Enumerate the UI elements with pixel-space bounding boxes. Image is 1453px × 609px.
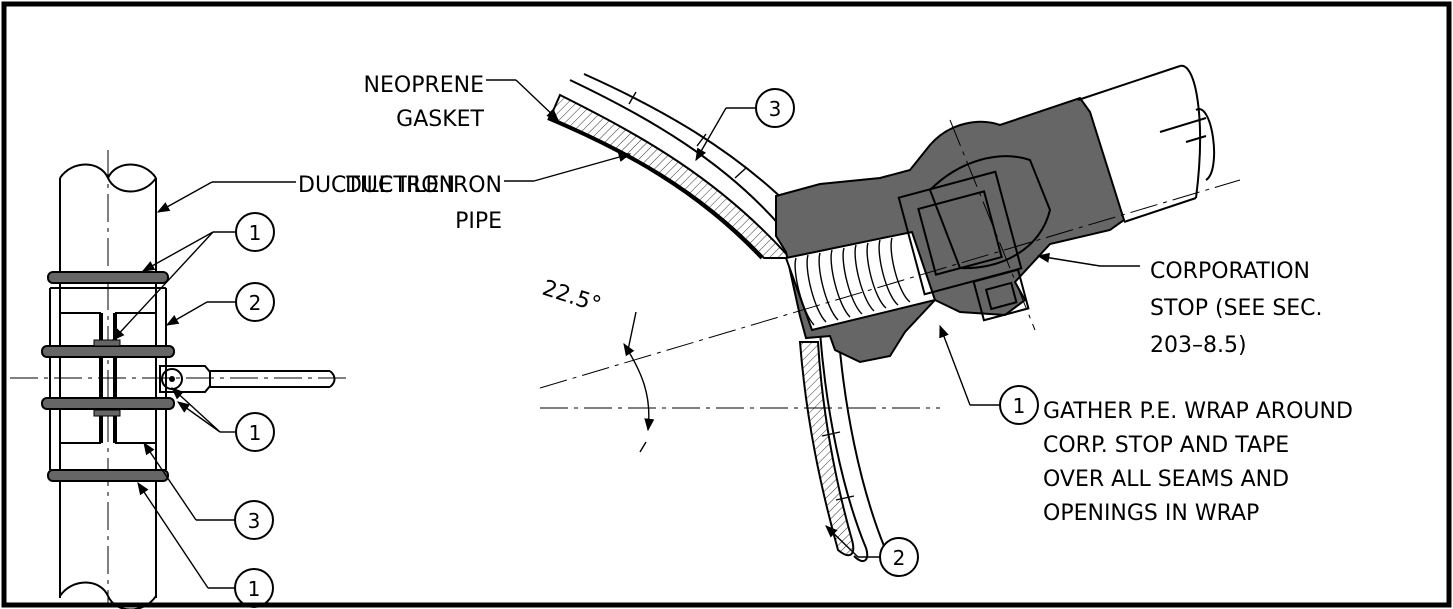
label-ductile-iron-pipe-left: DUCTILE IRON [298, 173, 455, 198]
callout-1-d: 1 [999, 385, 1039, 425]
section-view [539, 64, 1241, 563]
label-corporation-line3: 203–8.5) [1150, 333, 1247, 358]
label-gather-line3: OVER ALL SEAMS AND [1043, 467, 1289, 492]
label-ductile-iron-line1: DUCTILE IRON [345, 173, 502, 198]
strap-lower [41, 397, 175, 410]
callout-3-a: 3 [234, 500, 274, 540]
callout-1-a: 1 [235, 212, 275, 252]
label-corporation-line1: CORPORATION [1150, 259, 1310, 284]
callout-1-d-text: 1 [1013, 394, 1026, 418]
strap-bottom [47, 469, 169, 482]
callout-1-c: 1 [234, 568, 274, 608]
label-angle: 22.5° [539, 276, 604, 318]
callout-2-a: 2 [235, 282, 275, 322]
callout-2-b: 2 [879, 537, 919, 577]
label-gather-line4: OPENINGS IN WRAP [1043, 501, 1259, 526]
callout-2-b-text: 2 [893, 546, 906, 570]
label-neoprene-line2: GASKET [396, 107, 484, 132]
section-leaders [486, 79, 1140, 558]
pipe-wall-upper [548, 93, 793, 259]
thread-lines [794, 237, 911, 326]
elevation-leaders [112, 181, 296, 589]
label-ductile-iron-line2: PIPE [455, 209, 502, 234]
label-corporation-line2: STOP (SEE SEC. [1150, 296, 1323, 321]
callout-3-a-text: 3 [248, 509, 261, 533]
label-gather-line1: GATHER P.E. WRAP AROUND [1043, 399, 1353, 424]
strap-top [47, 271, 169, 284]
strap-upper [41, 345, 175, 358]
elevation-view [10, 150, 350, 609]
callout-1-c-text: 1 [248, 577, 261, 601]
pipe-wall-lower [798, 341, 855, 557]
label-neoprene-line1: NEOPRENE [364, 73, 484, 98]
callout-1-a-text: 1 [249, 221, 262, 245]
callout-1-b-text: 1 [249, 421, 262, 445]
callout-3-b-text: 3 [769, 97, 782, 121]
callout-1-b: 1 [235, 412, 275, 452]
label-gather-line2: CORP. STOP AND TAPE [1043, 433, 1289, 458]
callout-3-b: 3 [755, 88, 795, 128]
callout-2-a-text: 2 [249, 291, 262, 315]
